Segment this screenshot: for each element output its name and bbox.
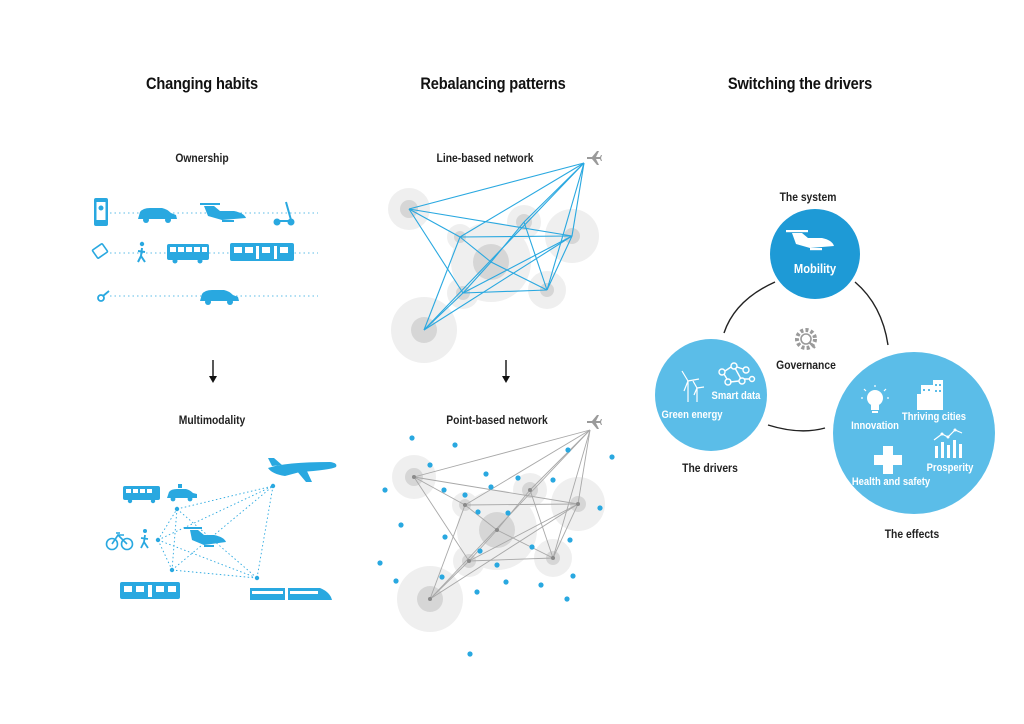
mobility-circle	[770, 209, 860, 299]
title-rebalancing-patterns: Rebalancing patterns	[420, 74, 566, 93]
section-multimodality: Multimodality	[178, 413, 246, 427]
bar-chart-icon	[933, 428, 963, 458]
label-thriving-cities: Thriving cities	[901, 411, 967, 423]
flying-taxi-icon	[200, 203, 246, 222]
pedestrian-icon	[140, 529, 149, 549]
arrow-down	[209, 360, 217, 383]
airplane-icon	[587, 415, 602, 429]
label-smart-data: Smart data	[711, 390, 761, 402]
section-ownership: Ownership	[175, 151, 229, 165]
network-icon	[718, 362, 756, 386]
label-mobility: Mobility	[793, 261, 837, 276]
car-icon	[167, 484, 197, 502]
label-the-drivers: The drivers	[682, 461, 738, 475]
key-icon	[97, 290, 110, 302]
label-green-energy: Green energy	[661, 409, 723, 421]
label-innovation: Innovation	[851, 420, 899, 432]
title-changing-habits: Changing habits	[146, 74, 258, 93]
tram-icon	[230, 243, 294, 261]
section-point-network: Point-based network	[446, 413, 548, 427]
ticket-icon	[91, 243, 109, 259]
smartphone-icon	[94, 198, 108, 226]
bicycle-icon	[105, 532, 134, 551]
lightbulb-icon	[861, 385, 889, 413]
effects-circle	[833, 352, 995, 514]
wind-turbine-icon	[681, 370, 705, 402]
bus-icon	[120, 582, 180, 599]
cross-icon	[874, 446, 902, 474]
car-icon	[200, 290, 239, 305]
car-icon	[138, 208, 177, 223]
title-switching-drivers: Switching the drivers	[727, 74, 873, 93]
section-line-network: Line-based network	[436, 151, 534, 165]
train-icon	[250, 588, 332, 600]
label-governance: Governance	[776, 358, 836, 372]
arrow-down	[502, 360, 510, 383]
label-health-safety: Health and safety	[851, 476, 931, 488]
gear-icon	[795, 328, 817, 350]
flying-taxi-icon	[786, 230, 834, 251]
bus-icon	[167, 244, 209, 264]
scooter-icon	[273, 201, 295, 226]
buildings-icon	[917, 380, 943, 410]
airplane-icon	[587, 151, 602, 165]
bus-icon	[123, 486, 160, 504]
flying-taxi-icon	[184, 527, 226, 547]
label-the-effects: The effects	[884, 527, 940, 541]
label-the-system: The system	[779, 190, 837, 204]
blue-points	[377, 435, 615, 657]
label-prosperity: Prosperity	[926, 462, 974, 474]
airplane-icon	[268, 458, 337, 482]
pedestrian-icon	[137, 241, 146, 263]
